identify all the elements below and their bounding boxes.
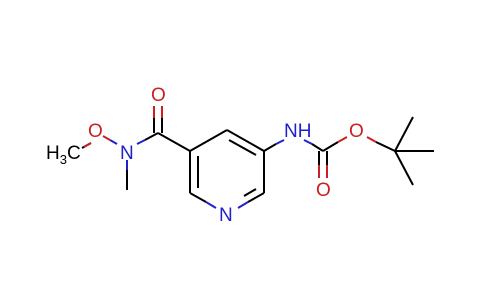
ring-bond-c6-n1-inner [243, 188, 257, 197]
atom-methoxy-carbon: H3C [46, 143, 81, 167]
bond-tbu-up [394, 116, 414, 152]
bond-c5-nh-a [263, 143, 277, 152]
atom-amide-oxygen: O [151, 85, 166, 106]
atom-ring-nitrogen: N [219, 205, 233, 226]
atom-ester-oxygen: O [349, 121, 364, 142]
bond-tbu-down [394, 150, 414, 186]
atom-amide-nitrogen: N [120, 143, 134, 164]
bond-oester-ctbu-b [375, 141, 396, 152]
atom-carbamate-oxygen: O [316, 180, 331, 201]
bond-o-n-a [102, 135, 111, 141]
ring-bond-c4-c5 [226, 129, 265, 152]
bond-nh-c-a [303, 139, 313, 145]
bond-ch3-o-red [83, 142, 92, 148]
bond-o-n-b [109, 139, 118, 145]
atom-carbamate-nh: NH [284, 121, 311, 142]
bond-nh-c-b [311, 143, 324, 152]
ring-bond-c4-c5-inner [228, 139, 257, 156]
bond-n-co-b [144, 132, 159, 141]
ring-bond-c6-n1-b [237, 201, 249, 209]
ring-bond-n1-c2-b [189, 192, 207, 203]
bond-co-ring [157, 132, 191, 152]
ring-bond-n1-c2-a [205, 201, 217, 209]
bond-oester-ctbu-a [366, 136, 377, 143]
ring-bond-c6-n1-a [247, 192, 265, 203]
bond-c5-nh-b [275, 139, 285, 145]
bond-n-co-a [136, 139, 146, 145]
atom-methoxy-oxygen: O [88, 121, 103, 142]
bond-c-oester-b [337, 136, 348, 143]
bond-c-oester-a [322, 141, 339, 152]
ring-bond-c3-c4 [189, 129, 228, 152]
